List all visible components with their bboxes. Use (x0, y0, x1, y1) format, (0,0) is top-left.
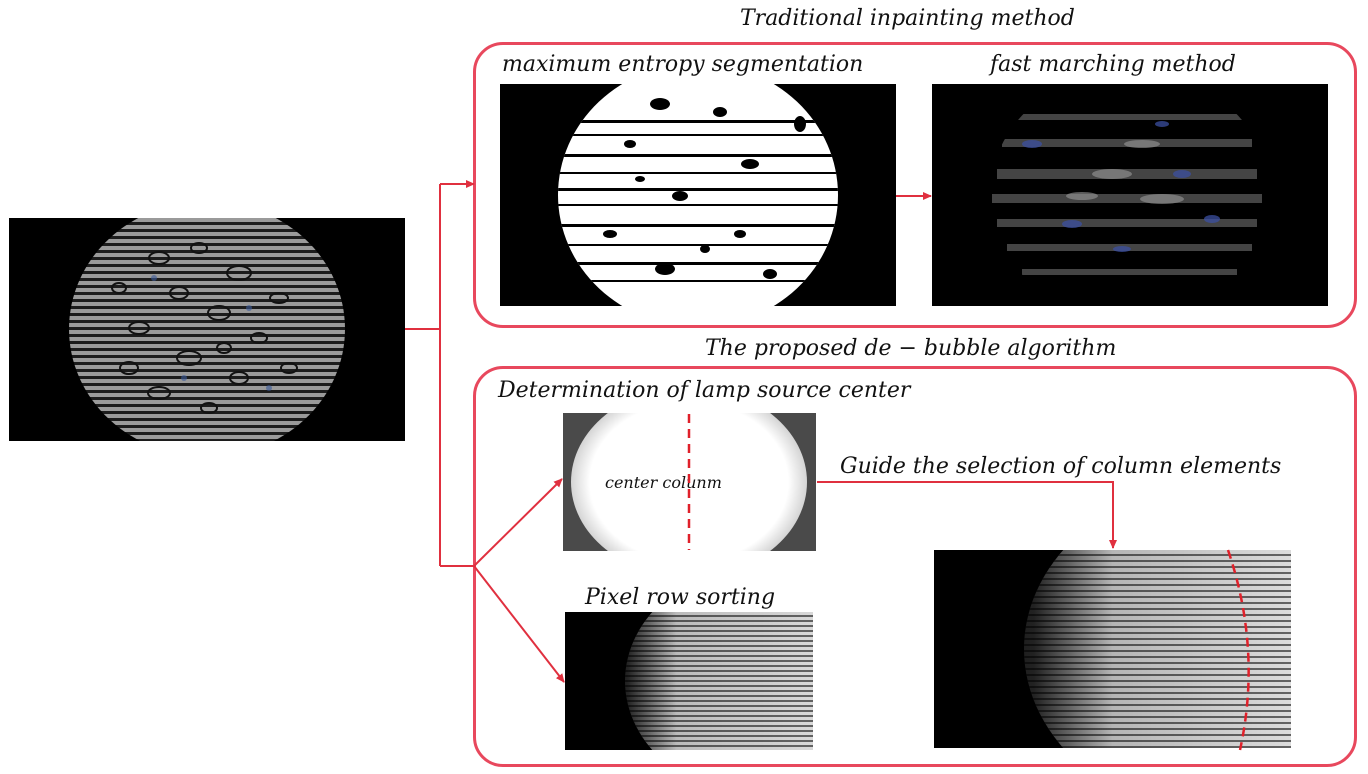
input-bubble-image (9, 218, 405, 441)
fast-marching-label: fast marching method (990, 52, 1236, 77)
column-selection-image (934, 550, 1291, 748)
center-column-label: center colunm (605, 473, 722, 492)
row-sorting-label: Pixel row sorting (585, 585, 776, 610)
traditional-title: Traditional inpainting method (740, 6, 1075, 31)
proposed-title: The proposed de − bubble algorithm (705, 336, 1117, 361)
fast-marching-image (932, 84, 1328, 306)
segmentation-label: maximum entropy segmentation (502, 52, 864, 77)
column-curve-dashed-line (1226, 549, 1250, 751)
lamp-center-label: Determination of lamp source center (498, 378, 911, 403)
segmentation-image (500, 84, 896, 306)
guide-selection-label: Guide the selection of column elements (840, 454, 1282, 479)
row-sorting-image (565, 612, 813, 750)
